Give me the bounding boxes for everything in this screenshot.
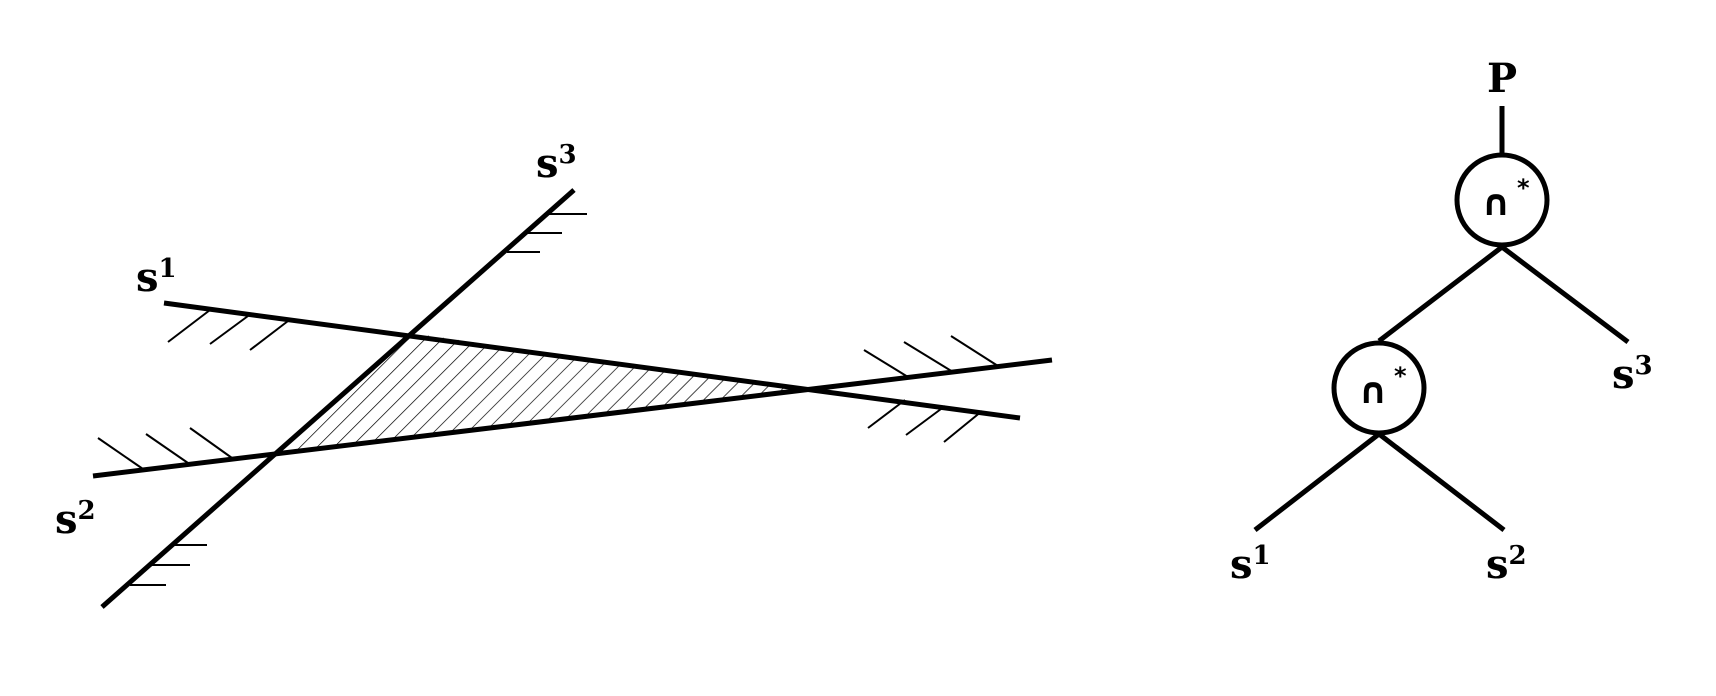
tree-edge-top-left (1377, 245, 1504, 343)
tree-node-top: ∩ * (1454, 152, 1550, 248)
halfplane-diagram: s1 s2 s3 (55, 140, 1053, 609)
tree-node-top-star: * (1517, 174, 1530, 202)
tree-edge-bottom-right (1377, 432, 1506, 532)
tree-edge-top-right (1500, 245, 1630, 344)
hatch-marks-s2-left (97, 427, 233, 470)
line-s1 (163, 300, 1021, 421)
intersection-region (274, 333, 810, 453)
line-s2 (92, 357, 1053, 479)
label-s3: s3 (536, 140, 577, 187)
hatch-marks-s3-top (507, 213, 587, 253)
tree-leaf-s2: s2 (1486, 541, 1527, 588)
label-s1: s1 (136, 254, 177, 301)
label-s2: s2 (55, 496, 96, 543)
tree-node-bottom: ∩ * (1331, 340, 1427, 436)
tree-edge-bottom-left (1253, 432, 1381, 532)
hatch-marks-s1-left (167, 309, 289, 351)
tree-root-label: P (1487, 55, 1517, 102)
tree-node-top-symbol: ∩ (1481, 183, 1510, 224)
hatch-marks-s1-right (867, 399, 983, 443)
hatch-marks-s2-right (863, 335, 999, 378)
hatch-marks-s3-bottom (130, 544, 207, 586)
tree-leaf-s3: s3 (1612, 351, 1653, 398)
tree-node-bottom-symbol: ∩ (1358, 371, 1387, 412)
operator-tree: P ∩ * ∩ * s1 s2 s3 (1230, 55, 1653, 588)
tree-leaf-s1: s1 (1230, 541, 1271, 588)
tree-node-bottom-star: * (1394, 362, 1407, 390)
line-s3 (100, 188, 576, 609)
